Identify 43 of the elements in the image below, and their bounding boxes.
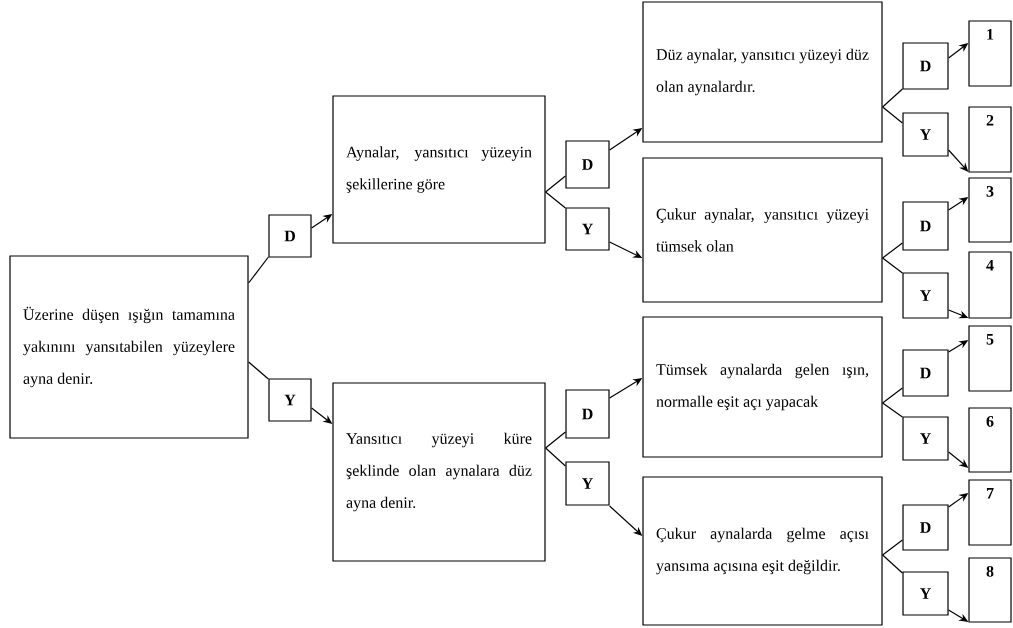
answer-label-box: Y (268, 378, 312, 422)
answer-label-box: D (902, 42, 949, 90)
answer-label-box: D (902, 201, 949, 251)
numbered-box: 7 (968, 479, 1012, 546)
answer-label-box: D (902, 349, 949, 397)
answer-label-box: D (565, 140, 610, 189)
connector-line (882, 554, 903, 574)
connector-line (545, 447, 566, 467)
numbered-box: 2 (968, 106, 1012, 173)
answer-label-box: Y (565, 461, 610, 506)
connector-line (882, 88, 903, 108)
statement-box: Düz aynalar, yansıtıcı yüzeyi düz olan aynalardır. (642, 1, 883, 143)
connector-line (882, 242, 903, 259)
connector-line (882, 539, 903, 556)
connector-line (882, 257, 903, 274)
answer-label-box: Y (902, 112, 949, 157)
numbered-box: 6 (968, 407, 1012, 473)
statement-box: Aynalar, yansıtıcı yüzeyin şekillerine göre (332, 95, 546, 244)
connector-line (248, 256, 269, 284)
numbered-box: 1 (968, 20, 1012, 87)
answer-label-box: Y (902, 272, 949, 319)
answer-label-box: Y (902, 416, 949, 461)
connector-line (545, 431, 566, 449)
numbered-box: 4 (968, 251, 1012, 319)
answer-label-box: D (902, 504, 949, 551)
statement-box: Çukur aynalarda gelme açısı yansıma açısına eşit değildir. (642, 476, 883, 626)
answer-label-box: Y (902, 571, 949, 616)
answer-label-box: D (268, 214, 312, 258)
statement-box: Üzerine düşen ışığın tamamına yakınını yansıtabilen yüzeylere ayna denir. (9, 255, 249, 439)
connector-line (882, 402, 903, 418)
answer-label-box: Y (565, 207, 610, 251)
connector-line (248, 361, 269, 380)
connector-line (882, 387, 903, 404)
numbered-box: 5 (968, 325, 1012, 392)
connector-line (882, 106, 903, 124)
answer-label-box: D (565, 389, 610, 439)
connector-line (545, 191, 566, 209)
statement-box: Tümsek aynalarda gelen ışın, normalle eşit açı yapacak (642, 316, 883, 458)
numbered-box: 8 (968, 557, 1012, 623)
statement-box: Yansıtıcı yüzeyi küre şeklinde olan aynalara düz ayna denir. (332, 382, 546, 562)
numbered-box: 3 (968, 177, 1012, 243)
connector-line (545, 175, 566, 193)
statement-box: Çukur aynalar, yansıtıcı yüzeyi tümsek olan (642, 157, 883, 303)
